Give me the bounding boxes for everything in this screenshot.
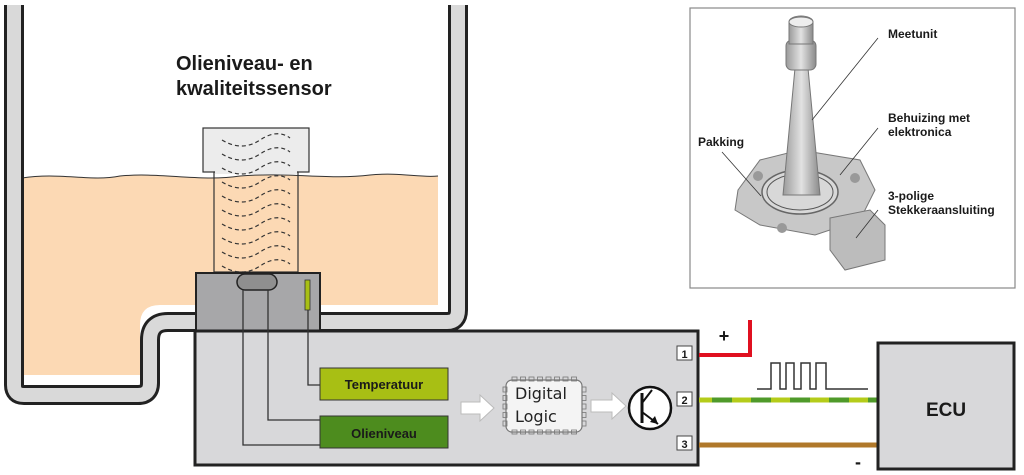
temperature-block-label: Temperatuur: [345, 377, 424, 392]
oil-level-block: [319, 415, 449, 449]
chip-pin: [502, 412, 508, 418]
chip-pin: [528, 376, 535, 382]
temperature-element: [304, 279, 311, 311]
chip-pin: [562, 376, 569, 382]
minus-label: -: [855, 452, 861, 472]
oil-level-block-label: Olieniveau: [351, 426, 417, 441]
arrow-to-transistor: [590, 391, 627, 421]
wave-line: [221, 231, 291, 245]
callout-housing-line1: Behuizing met: [888, 111, 970, 125]
chip-pin: [554, 429, 560, 435]
svg-text:3: 3: [681, 439, 687, 451]
chip-pin: [528, 429, 535, 435]
oil-surface-line: [21, 173, 439, 179]
wave-line: [221, 259, 291, 273]
chip-pin: [581, 412, 587, 418]
chip-pin: [581, 403, 587, 410]
chip-pin: [502, 403, 508, 410]
arrow-to-logic: [460, 393, 495, 423]
ecu-label: ECU: [926, 400, 966, 421]
pin-3: 3: [676, 435, 693, 451]
wave-line: [221, 217, 291, 231]
chip-pin: [545, 376, 552, 382]
callout-connector-line1: 3-polige: [888, 189, 934, 203]
plus-label: +: [719, 326, 730, 346]
photo-callout-lines: [721, 37, 879, 239]
chip-pin: [571, 376, 577, 382]
chip-pin: [511, 429, 518, 435]
temperature-block: [319, 367, 449, 401]
chip-pin: [537, 429, 543, 435]
pin-2: 2: [676, 391, 693, 407]
diagram-title-line2: kwaliteitssensor: [176, 78, 332, 100]
chip-pin: [571, 429, 577, 435]
wave-line: [221, 133, 291, 147]
wave-line: [221, 161, 291, 175]
logic-label-line1: Digital: [515, 384, 567, 403]
logic-label-line2: Logic: [515, 407, 557, 426]
callout-housing-line2: elektronica: [888, 125, 952, 139]
transistor-icon: [627, 385, 673, 431]
chip-pin: [502, 395, 508, 401]
wave-line: [221, 175, 291, 189]
chip-pin: [520, 376, 526, 382]
wave-line: [221, 245, 291, 259]
level-element: [236, 273, 278, 291]
sensor-photo: [734, 15, 886, 271]
chip-pin: [537, 376, 543, 382]
wave-line: [221, 203, 291, 217]
chip-pin: [502, 420, 508, 427]
wave-line: [221, 189, 291, 203]
chip-pin: [581, 420, 587, 427]
callout-measuring-unit: Meetunit: [888, 27, 937, 41]
internal-wiring: [242, 290, 320, 446]
chip-pin: [520, 429, 526, 435]
svg-text:2: 2: [681, 395, 687, 407]
pwm-signal-icon: [757, 362, 868, 390]
chip-pin: [581, 395, 587, 401]
chip-pin: [502, 386, 508, 393]
ecu-block: [876, 341, 1016, 471]
chip-pin: [511, 376, 518, 382]
chip-pin: [581, 386, 587, 393]
svg-text:1: 1: [681, 349, 687, 361]
callout-gasket: Pakking: [698, 135, 744, 149]
chip-pin: [545, 429, 552, 435]
oil-pan-wall-inner: [7, 5, 465, 402]
wave-line: [221, 147, 291, 161]
measurement-waves: [221, 133, 291, 273]
chip-pin: [554, 376, 560, 382]
chip-pin: [562, 429, 569, 435]
digital-logic-chip: [502, 376, 587, 435]
wire-plus: [699, 320, 752, 357]
pin-1: 1: [676, 345, 693, 361]
callout-connector-line2: Stekkeraansluiting: [888, 203, 995, 217]
diagram-title-line1: Olieniveau- en: [176, 53, 313, 75]
sensor-cap-lip: [215, 164, 297, 174]
